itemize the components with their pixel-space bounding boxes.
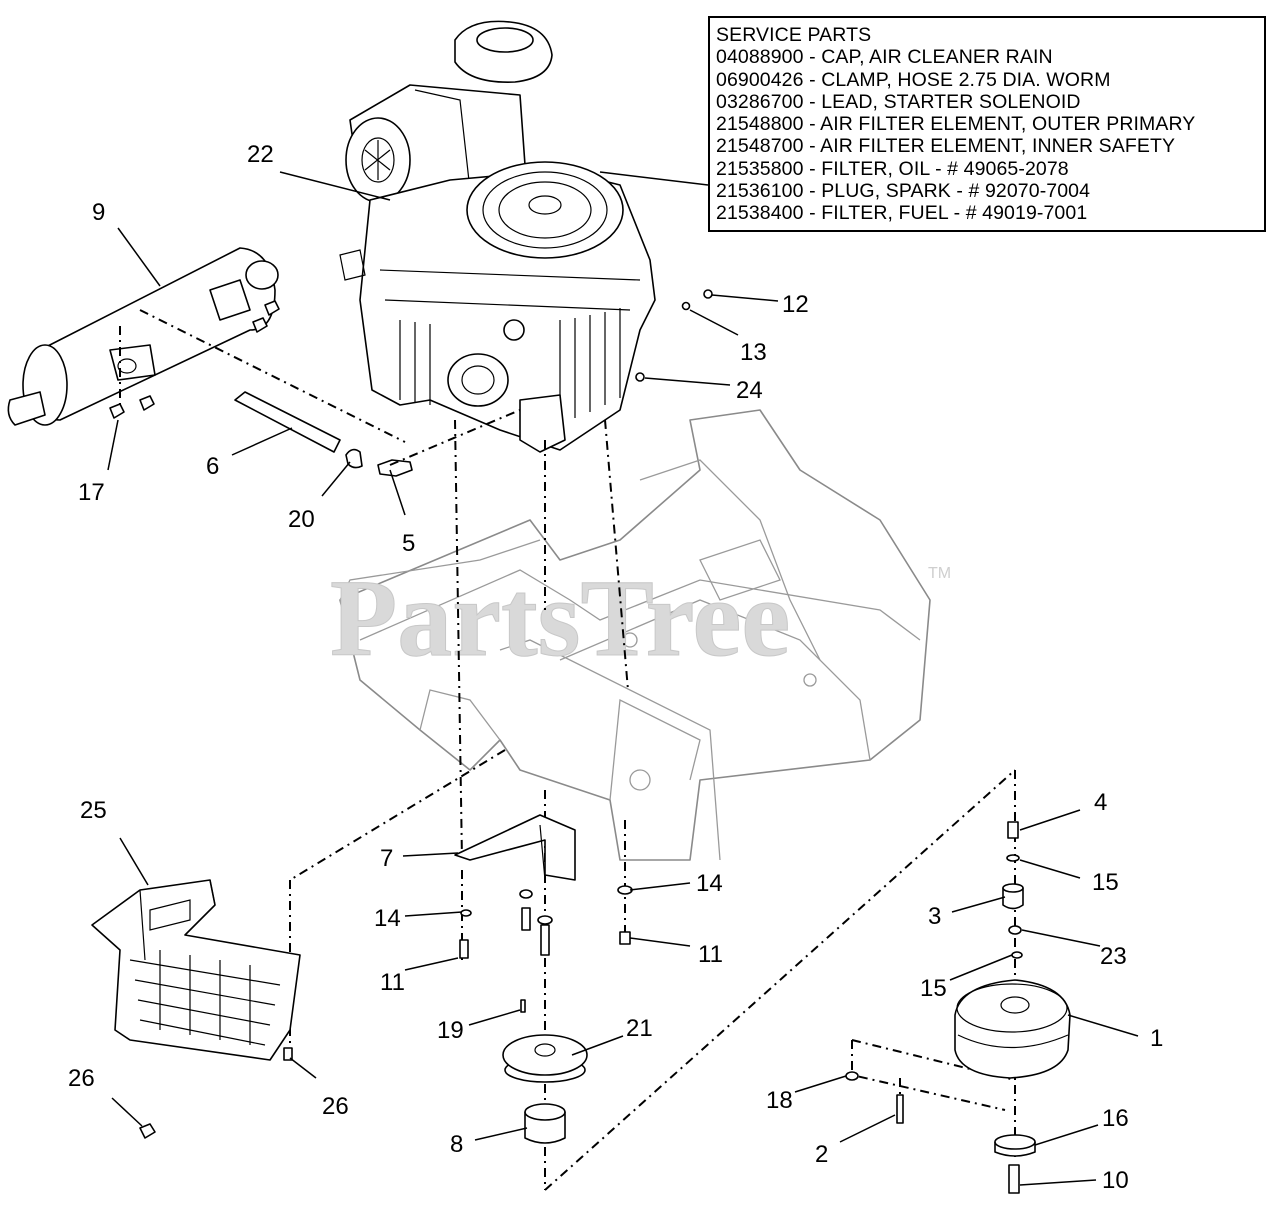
callout-18: 18 — [766, 1087, 793, 1114]
bolt-11-right — [619, 931, 631, 945]
service-part-item: 21535800 - FILTER, OIL - # 49065-2078 — [716, 157, 1069, 180]
bolt-12 — [703, 289, 713, 299]
callout-10: 10 — [1102, 1167, 1129, 1194]
pin-2 — [896, 1094, 904, 1124]
bushing-3-top — [1002, 883, 1024, 893]
spacer-23 — [1008, 925, 1022, 935]
service-part-item: 21548700 - AIR FILTER ELEMENT, INNER SAF… — [716, 135, 1176, 158]
washer-center-b — [537, 915, 553, 925]
callout-26-right: 26 — [322, 1093, 349, 1120]
callout-15-upper: 15 — [1092, 869, 1119, 896]
washer-center-a — [519, 889, 533, 899]
bolt-center-b — [540, 924, 550, 956]
callout-24: 24 — [736, 377, 763, 404]
service-part-item: 21538400 - FILTER, FUEL - # 49019-7001 — [716, 202, 1088, 225]
washer-14-right — [617, 885, 633, 895]
service-part-item: 21548800 - AIR FILTER ELEMENT, OUTER PRI… — [716, 113, 1196, 136]
spacer-8 — [524, 1103, 566, 1144]
callout-8: 8 — [450, 1131, 463, 1158]
service-part-item: 06900426 - CLAMP, HOSE 2.75 DIA. WORM — [716, 68, 1111, 91]
pulley-21 — [502, 1034, 588, 1083]
bolt-10 — [1008, 1164, 1020, 1194]
callout-14-right: 14 — [696, 870, 723, 897]
fitting-5 — [377, 459, 413, 477]
nut-18 — [845, 1071, 859, 1081]
callout-9: 9 — [92, 199, 105, 226]
bolt-center-a — [521, 907, 531, 931]
callout-17: 17 — [78, 479, 105, 506]
bolt-11-left — [459, 939, 469, 959]
callout-15-lower: 15 — [920, 975, 947, 1002]
nut-17 — [109, 403, 125, 419]
callout-21: 21 — [626, 1015, 653, 1042]
service-parts-box: SERVICE PARTS 04088900 - CAP, AIR CLEANE… — [708, 16, 1266, 232]
leader-lines — [107, 171, 1139, 1186]
callout-1: 1 — [1150, 1025, 1163, 1052]
nut-muffler-c — [264, 300, 280, 316]
spacer-16-top — [994, 1134, 1036, 1150]
nut-muffler-b — [252, 317, 268, 333]
bolt-24 — [635, 372, 645, 382]
callout-4: 4 — [1094, 789, 1107, 816]
callout-3: 3 — [928, 903, 941, 930]
callout-25: 25 — [80, 797, 107, 824]
callout-26-left: 26 — [68, 1065, 95, 1092]
exhaust-tube — [234, 391, 341, 453]
bolt-4 — [1007, 821, 1019, 839]
callout-16: 16 — [1102, 1105, 1129, 1132]
callout-11-right: 11 — [698, 941, 723, 968]
washer-13 — [681, 301, 691, 311]
bushing-3 — [1002, 887, 1024, 910]
callout-2: 2 — [815, 1141, 828, 1168]
nut-muffler-a — [139, 395, 155, 411]
service-parts-title: SERVICE PARTS — [716, 24, 872, 46]
pto-clutch-1 — [954, 979, 1071, 1079]
washer-14-left — [460, 909, 472, 917]
service-part-item: 03286700 - LEAD, STARTER SOLENOID — [716, 90, 1081, 113]
heat-shield-25 — [91, 879, 301, 1061]
callout-23: 23 — [1100, 943, 1127, 970]
washer-15-upper — [1006, 854, 1020, 862]
callout-19: 19 — [437, 1017, 464, 1044]
service-part-item: 21536100 - PLUG, SPARK - # 92070-7004 — [716, 180, 1091, 203]
callout-7: 7 — [380, 845, 393, 872]
callout-14-left: 14 — [374, 905, 401, 932]
muffler — [7, 247, 279, 426]
service-part-item: 04088900 - CAP, AIR CLEANER RAIN — [716, 46, 1053, 69]
callout-13: 13 — [740, 339, 767, 366]
callout-22: 22 — [247, 141, 274, 168]
callout-11-left: 11 — [380, 969, 405, 996]
watermark-trademark: TM — [928, 565, 951, 582]
watermark-logo: PartsTree — [330, 557, 790, 679]
nut-26-left — [139, 1123, 156, 1139]
key-19 — [520, 999, 526, 1013]
engine-assembly — [339, 20, 656, 453]
callout-6: 6 — [206, 453, 219, 480]
washer-15-lower — [1011, 951, 1023, 959]
chassis-frame — [339, 409, 931, 861]
callout-labels: 22 9 12 13 24 17 6 20 5 25 7 14 11 19 21… — [68, 141, 1163, 1194]
callout-20: 20 — [288, 506, 315, 533]
callout-5: 5 — [402, 530, 415, 557]
bracket-7 — [454, 814, 576, 881]
callout-12: 12 — [782, 291, 809, 318]
